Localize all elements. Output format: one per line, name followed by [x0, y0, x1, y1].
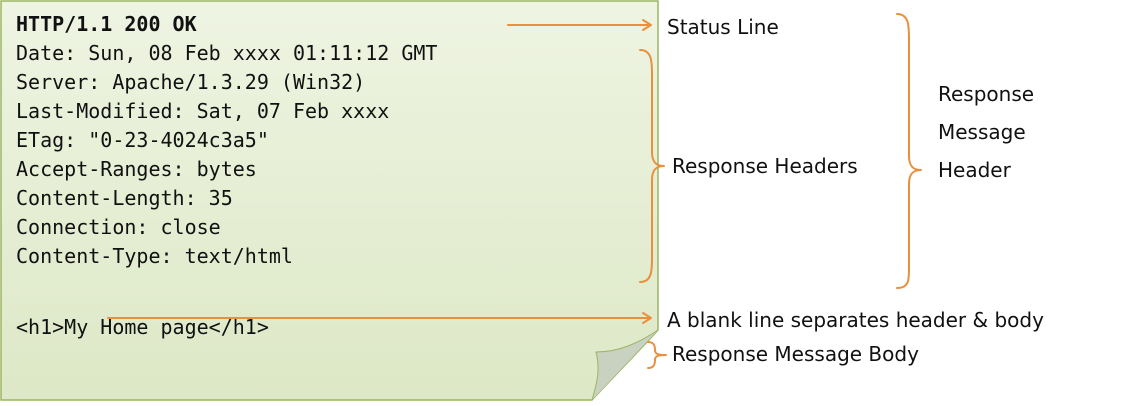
header-line-etag: ETag: "0-23-4024c3a5"	[16, 128, 269, 152]
note-folded-corner	[591, 329, 659, 401]
status-line-label: Status Line	[667, 15, 779, 39]
note-paper	[0, 0, 659, 401]
message-header-label-line-1: Response	[938, 82, 1035, 106]
status-line-arrowhead	[642, 19, 652, 31]
message-body-brace	[647, 341, 667, 369]
header-line-date: Date: Sun, 08 Feb xxxx 01:11:12 GMT	[16, 41, 438, 65]
response-headers-label: Response Headers	[672, 154, 858, 178]
header-line-accept-ranges: Accept-Ranges: bytes	[16, 157, 257, 181]
header-line-connection: Connection: close	[16, 215, 221, 239]
message-header-label: Response Message Header	[938, 75, 1034, 189]
response-headers-brace	[639, 49, 665, 283]
blank-line-label: A blank line separates header & body	[667, 308, 1044, 332]
message-header-label-line-3: Header	[938, 158, 1011, 182]
status-line-text: HTTP/1.1 200 OK	[16, 12, 197, 36]
header-line-last-modified: Last-Modified: Sat, 07 Feb xxxx	[16, 99, 390, 123]
message-header-label-line-2: Message	[938, 120, 1026, 144]
header-line-content-length: Content-Length: 35	[16, 186, 233, 210]
blank-line-arrowhead	[642, 312, 652, 324]
message-header-brace	[896, 13, 922, 289]
header-line-content-type: Content-Type: text/html	[16, 244, 293, 268]
header-line-server: Server: Apache/1.3.29 (Win32)	[16, 70, 366, 94]
message-body-label: Response Message Body	[672, 342, 919, 366]
